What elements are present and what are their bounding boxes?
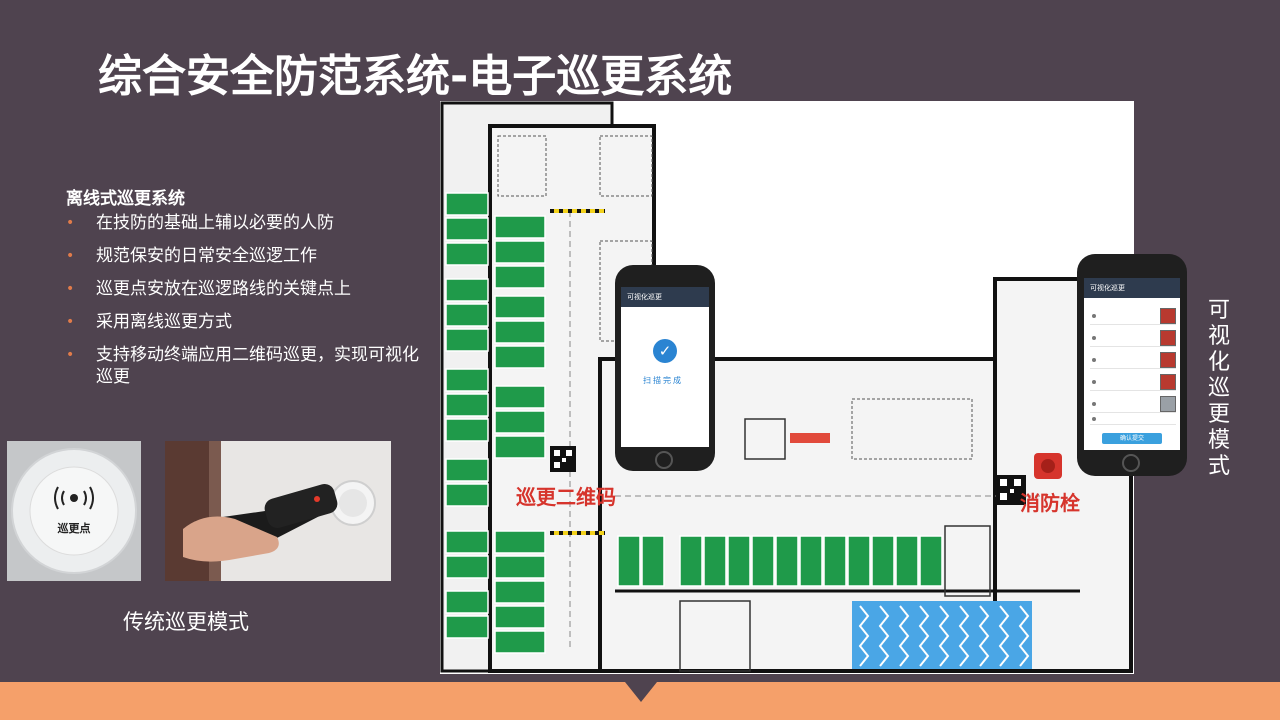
fire-hydrant-label: 消防栓	[1020, 491, 1080, 515]
scan-status: 扫描完成	[643, 376, 683, 385]
qr-code-label: 巡更二维码	[516, 485, 616, 509]
home-button[interactable]	[1122, 454, 1140, 472]
home-button[interactable]	[655, 451, 673, 469]
floor-plan-drawing	[440, 101, 1134, 674]
reader-label: 巡更点	[58, 521, 91, 535]
list-item[interactable]	[1090, 414, 1176, 425]
qr-code-icon	[996, 475, 1026, 505]
patrol-reader-photo: 巡更点	[7, 441, 141, 581]
list-item[interactable]	[1090, 330, 1176, 347]
parking-floor-plan: 巡更二维码 消防栓	[440, 101, 1134, 674]
page-title: 综合安全防范系统-电子巡更系统	[98, 51, 733, 102]
visual-patrol-mode-label: 可 视 化 巡 更 模 式	[1207, 298, 1230, 479]
bullet-list: •在技防的基础上辅以必要的人防 •规范保安的日常安全巡逻工作 •巡更点安放在巡逻…	[66, 212, 426, 399]
patrol-stick-icon	[165, 441, 391, 581]
confirm-submit-button[interactable]: 确认提交	[1102, 433, 1162, 444]
patrol-reader-icon: 巡更点	[7, 441, 141, 581]
bullet-dot-icon: •	[66, 314, 75, 330]
phone-scan-complete: 可视化巡更 ✓ 扫描完成	[615, 265, 715, 471]
traditional-mode-caption: 传统巡更模式	[123, 610, 249, 634]
patrol-stick-photo	[165, 441, 391, 581]
fire-hydrant-icon	[1034, 453, 1062, 479]
photo-thumbnail	[1160, 352, 1176, 368]
phone-screen: 可视化巡更 确认提交	[1084, 278, 1180, 450]
list-item[interactable]	[1090, 308, 1176, 325]
footer-notch	[625, 682, 657, 702]
phone-screen: 可视化巡更 ✓ 扫描完成	[621, 287, 709, 447]
bullet-dot-icon: •	[66, 215, 75, 231]
section-heading: 离线式巡更系统	[66, 189, 185, 209]
bullet-dot-icon: •	[66, 347, 75, 363]
list-item[interactable]	[1090, 396, 1176, 413]
photo-thumbnail	[1160, 308, 1176, 324]
bullet-item: •在技防的基础上辅以必要的人防	[66, 213, 334, 233]
bullet-item: •支持移动终端应用二维码巡更，实现可视化巡更	[66, 345, 419, 387]
bullet-item: •规范保安的日常安全巡逻工作	[66, 246, 317, 266]
app-title-bar: 可视化巡更	[1084, 278, 1180, 298]
photo-thumbnail	[1160, 374, 1176, 390]
photo-thumbnail	[1160, 396, 1176, 412]
bullet-item: •采用离线巡更方式	[66, 312, 232, 332]
qr-code-icon	[550, 446, 576, 472]
photo-thumbnail	[1160, 330, 1176, 346]
phone-visual-patrol: 可视化巡更 确认提交	[1077, 254, 1187, 476]
list-item[interactable]	[1090, 374, 1176, 391]
bullet-item: •巡更点安放在巡逻路线的关键点上	[66, 279, 351, 299]
list-item[interactable]	[1090, 352, 1176, 369]
bullet-dot-icon: •	[66, 248, 75, 264]
app-title-bar: 可视化巡更	[621, 287, 709, 307]
check-circle-icon: ✓	[653, 339, 677, 363]
bullet-dot-icon: •	[66, 281, 75, 297]
